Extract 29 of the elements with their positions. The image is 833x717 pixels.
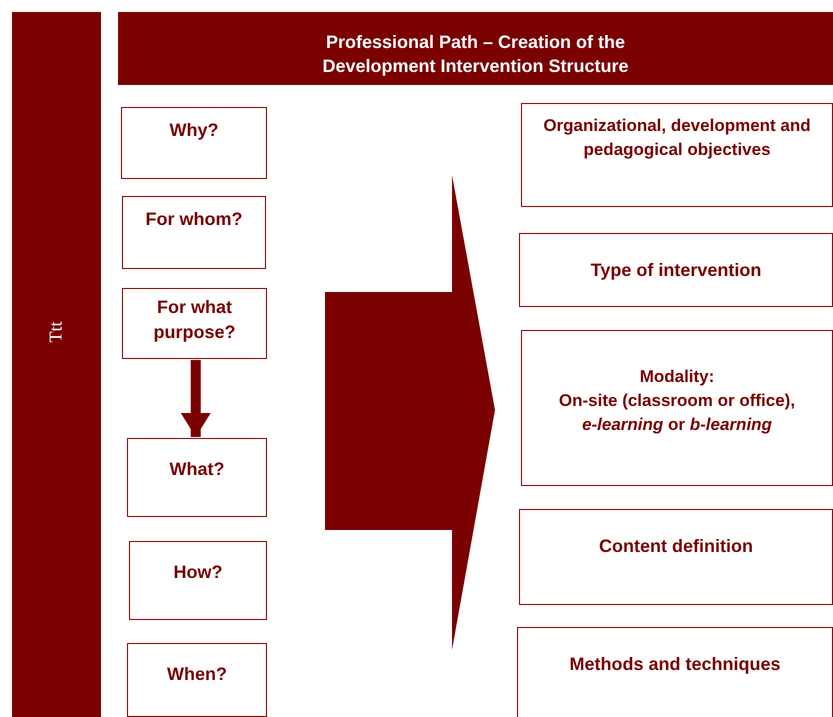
- text-box: [127, 438, 267, 517]
- box-text: Type of intervention: [590, 259, 762, 282]
- box-text: What?: [168, 458, 226, 481]
- text-box: [519, 233, 833, 307]
- down-arrow: [180, 360, 211, 437]
- text-box: [517, 627, 833, 717]
- side-band: [12, 12, 101, 717]
- text-box: [122, 288, 267, 359]
- big-arrow: [325, 175, 495, 650]
- text-box: [122, 196, 266, 269]
- box-text: Modality:: [638, 366, 716, 388]
- text-box: [121, 107, 267, 179]
- box-text: How?: [172, 561, 224, 584]
- box-text: When?: [166, 663, 228, 686]
- box-text: For what purpose?: [152, 296, 236, 344]
- box-text: Content definition: [598, 535, 754, 558]
- box-text: Why?: [168, 119, 220, 142]
- title-text: Professional Path – Creation of the Development Intervention Structure: [321, 31, 630, 78]
- box-text: For whom?: [144, 208, 244, 231]
- text-box: [129, 541, 267, 620]
- text-box: [127, 643, 267, 717]
- text-box: [521, 330, 833, 486]
- text-box: [521, 103, 833, 207]
- box-text: Organizational, development and pedagogical objectives: [542, 115, 812, 161]
- title-band: [118, 12, 833, 85]
- box-text: On-site (classroom or office), e-learning or b-learning: [558, 390, 796, 436]
- side-label: Ttt: [46, 322, 66, 342]
- text-box: [519, 509, 833, 605]
- box-text: Methods and techniques: [568, 653, 782, 676]
